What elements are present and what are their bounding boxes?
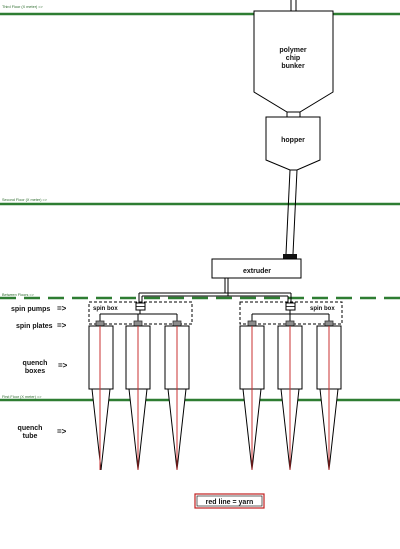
extruder	[211, 258, 302, 279]
spin-pumps-arrow: =>	[57, 304, 67, 313]
melt-manifold	[138, 278, 292, 304]
quench-tube-label-line2: tube	[23, 433, 38, 440]
spin-plate-5	[285, 320, 295, 327]
bunker-label-line3: bunker	[281, 63, 305, 70]
legend-text: red line = yarn	[206, 499, 254, 506]
third-floor-label: Third Floor (X meter) =>	[2, 5, 44, 9]
spin-plates-label: spin plates	[16, 323, 53, 330]
quench-tube-label-line1: quench	[18, 425, 43, 432]
yarn-lines	[99, 326, 330, 470]
spin-box-right-label: spin box	[310, 306, 335, 312]
legend: red line = yarn	[194, 493, 265, 509]
spin-plates-arrow: =>	[57, 321, 67, 330]
quench-boxes	[88, 325, 342, 390]
hopper-label: hopper	[281, 137, 305, 144]
quench-boxes-arrow: =>	[58, 361, 68, 370]
spin-plate-2	[133, 320, 143, 327]
quench-boxes-label-line1: quench	[23, 360, 48, 367]
legend-box	[194, 493, 265, 509]
second-floor-label: Second Floor (X meter) =>	[2, 198, 48, 202]
quench-tube-1	[91, 388, 111, 471]
quench-box-1	[88, 325, 114, 390]
spin-plate-1	[95, 320, 105, 327]
spin-plate-3	[172, 320, 182, 327]
spin-plate-4	[247, 320, 257, 327]
spin-plates	[95, 320, 334, 327]
spin-plate-6	[324, 320, 334, 327]
first-floor-label: First Floor (X meter) =>	[2, 395, 42, 399]
between-floors-label: Between Floors =>	[2, 293, 35, 297]
quench-tube-arrow: =>	[57, 427, 67, 436]
extruder-label: extruder	[243, 268, 271, 275]
bunker-label-line2: chip	[286, 55, 300, 62]
spin-pumps-label: spin pumps	[11, 306, 50, 313]
quench-boxes-label-line2: boxes	[25, 368, 45, 375]
spin-box-left-label: spin box	[93, 306, 118, 312]
extruder-inlet	[283, 254, 297, 259]
bunker-label-line1: polymer	[279, 47, 307, 54]
